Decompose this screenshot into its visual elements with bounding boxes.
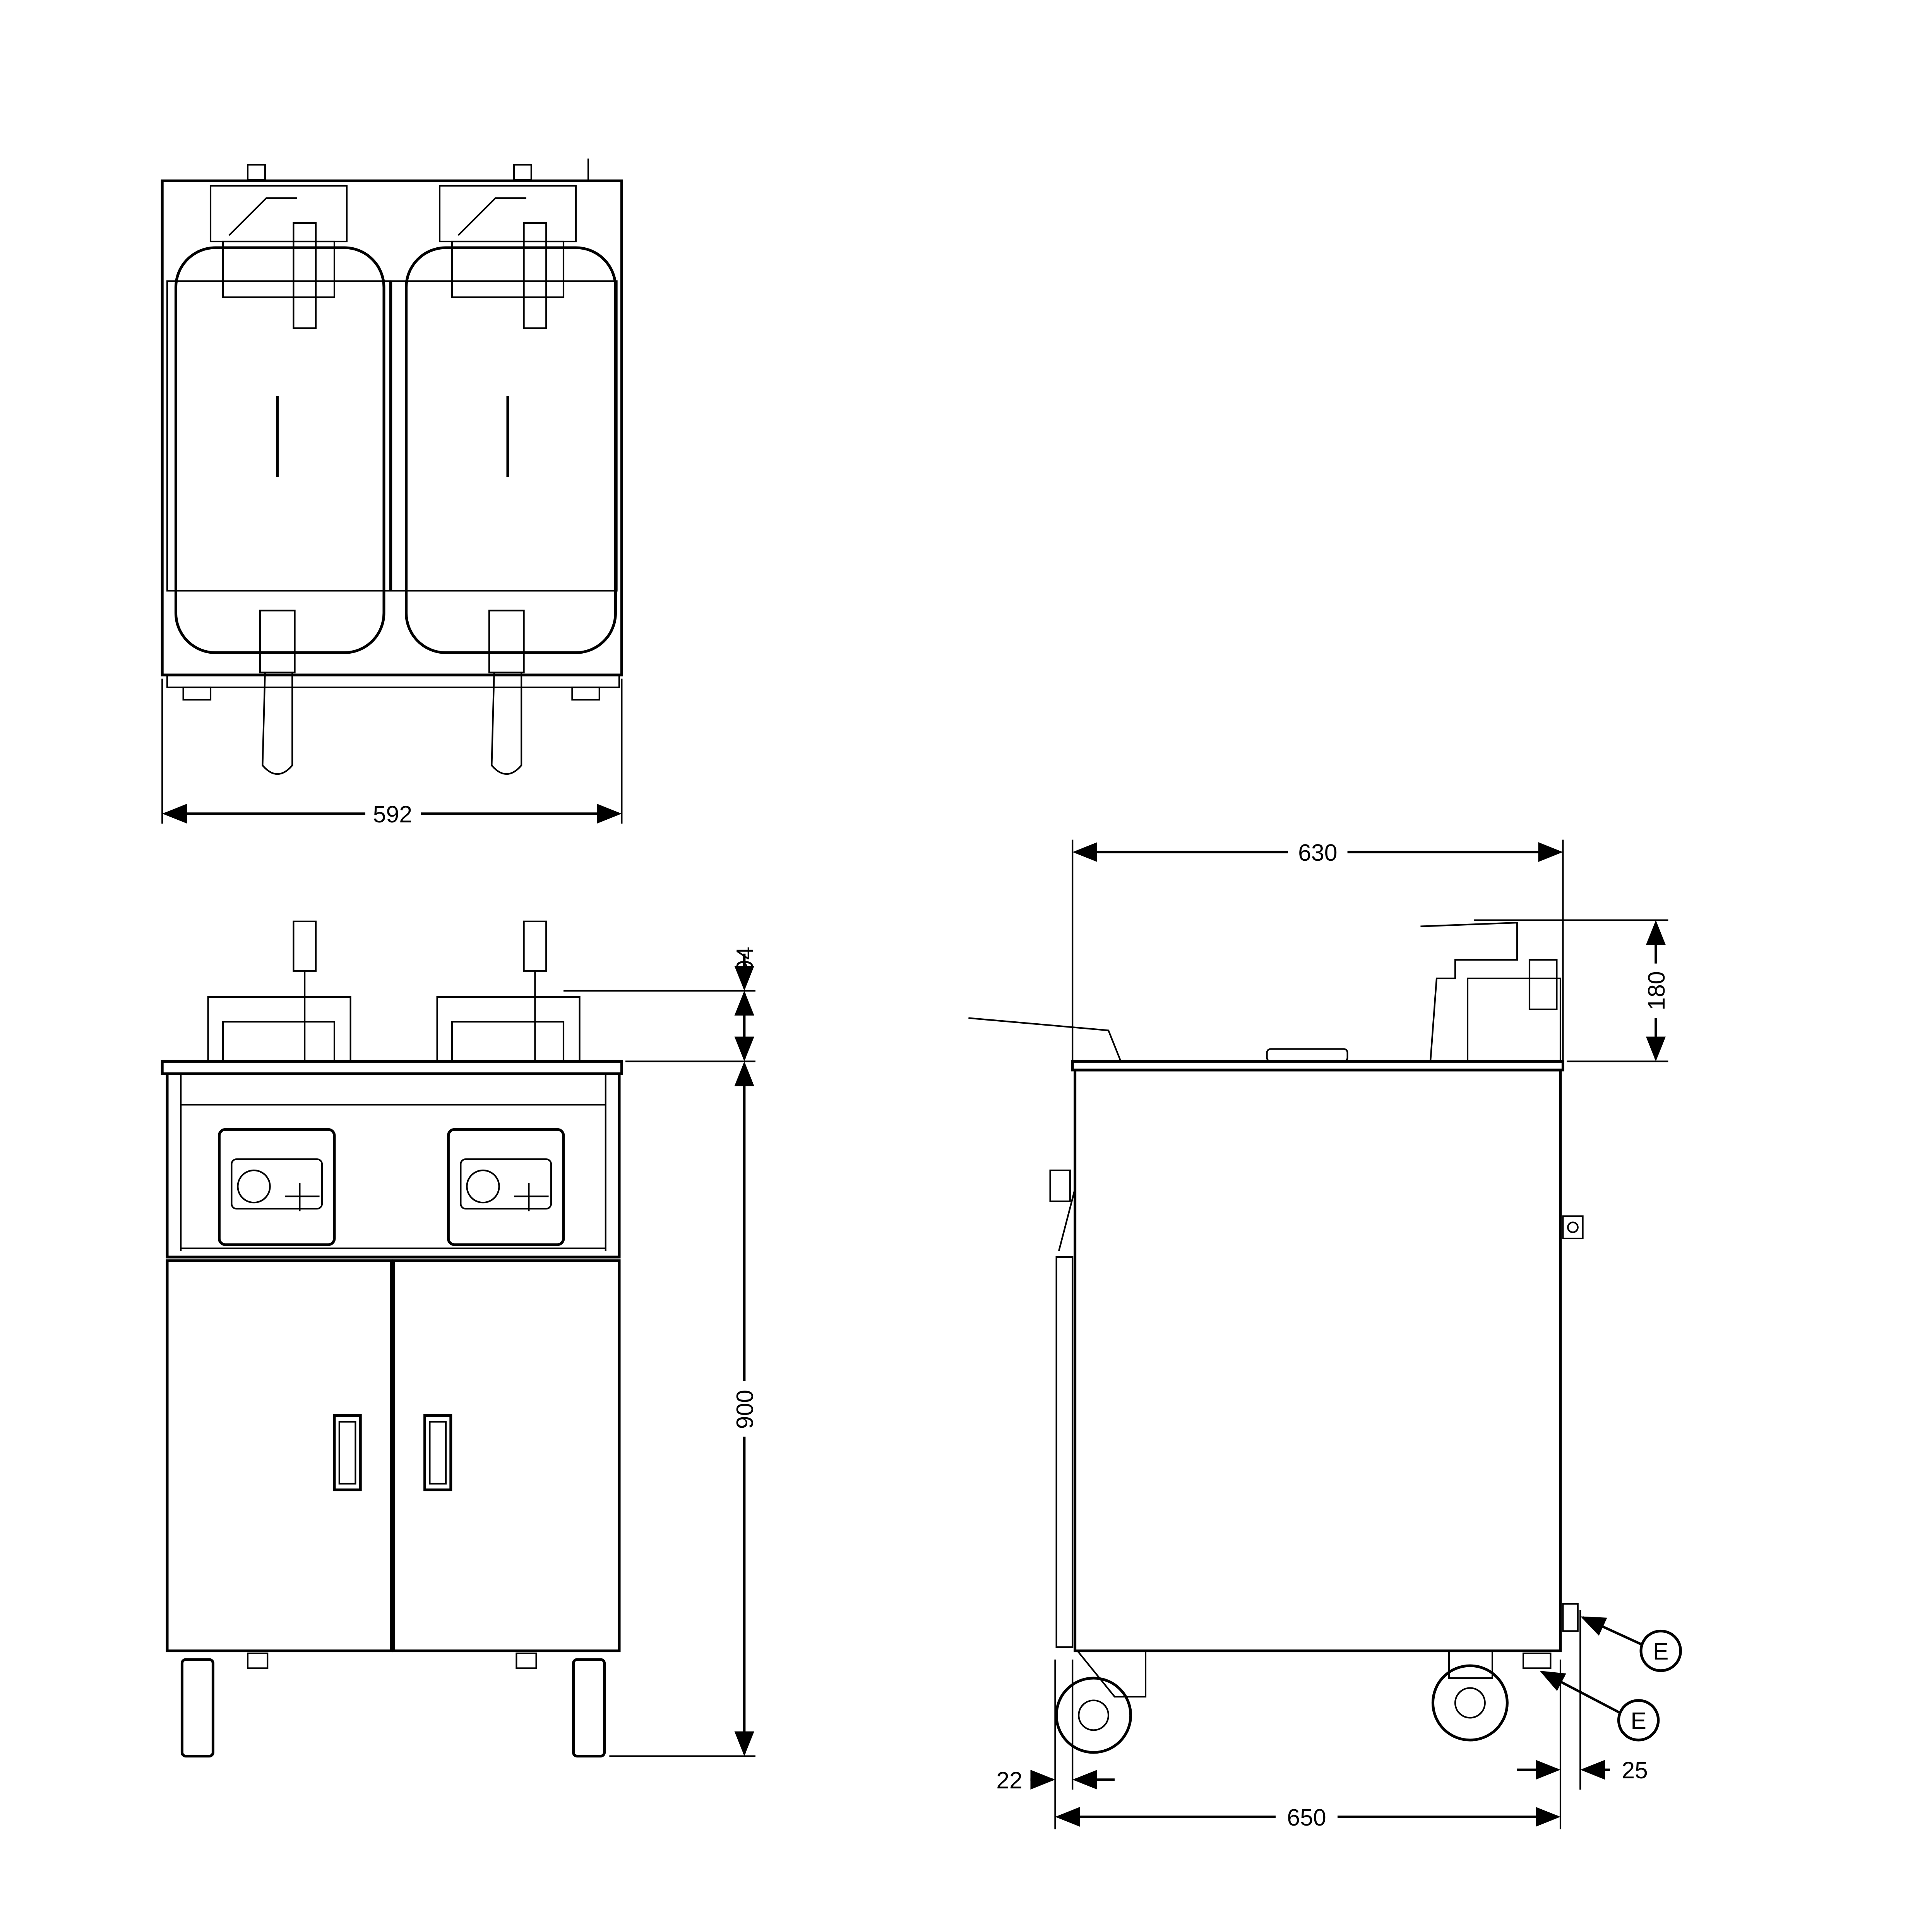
dim-94: 94 xyxy=(732,947,758,973)
dim-25: 25 xyxy=(1622,1757,1648,1783)
callout-e-1: E xyxy=(1653,1638,1669,1665)
dim-22: 22 xyxy=(996,1767,1023,1793)
dim-900: 900 xyxy=(732,1390,758,1429)
control-panel-right xyxy=(447,1128,565,1246)
dim-180: 180 xyxy=(1643,971,1670,1010)
front-view: 94 900 xyxy=(161,920,758,1758)
dim-650: 650 xyxy=(1287,1804,1326,1831)
dim-630: 630 xyxy=(1298,839,1337,866)
control-panel-left xyxy=(218,1128,336,1246)
dim-592: 592 xyxy=(373,801,412,827)
side-view: 630 180 22 25 650 E E xyxy=(968,839,1682,1831)
top-view: 592 xyxy=(161,158,623,827)
callout-e-2: E xyxy=(1631,1708,1646,1734)
